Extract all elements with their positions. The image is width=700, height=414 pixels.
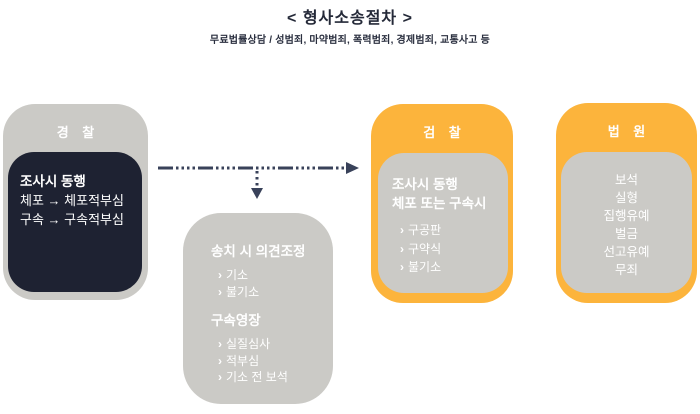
prosecution-items: › 구공판 › 구약식 › 불기소 [400,221,508,277]
chevron-bullet-icon: › [218,353,222,368]
transfer-warrant-items: › 실질심사 › 적부심 › 기소 전 보석 [218,336,333,386]
chevron-bullet-icon: › [400,260,404,274]
arrow-branch-to-transfer-head [251,188,263,199]
prosecution-detail-card: 조사시 동행 체포 또는 구속시 › 구공판 › 구약식 › 불기소 [378,153,508,293]
list-item: › 적부심 [218,353,333,370]
list-item: › 구공판 [400,221,508,240]
list-item: › 불기소 [400,258,508,277]
diagram-title: < 형사소송절차 > [287,10,413,27]
transfer-panel: 송치 시 의견조정 › 기소 › 불기소 구속영장 › 실질심사 › 적부심 › 기소 전… [183,213,333,404]
diagram-title-block: < 형사소송절차 > 무료법률상담 / 성범죄, 마약범죄, 폭력범죄, 경제범… [0,4,700,46]
court-panel: 법 원 보석 실형 집행유예 벌금 선고유예 무죄 [556,103,697,303]
list-item: 보석 [614,173,638,187]
transfer-opinion-items: › 기소 › 불기소 [218,267,333,300]
list-item: › 구약식 [400,240,508,259]
list-item: › 실질심사 [218,336,333,353]
police-line: 구속 → 구속적부심 [20,212,124,227]
police-panel-title: 경 찰 [56,125,100,140]
prosecution-panel-title: 검 찰 [423,125,466,140]
list-item-label: 불기소 [226,284,260,299]
chevron-bullet-icon: › [400,241,404,256]
prosecution-panel: 검 찰 조사시 동행 체포 또는 구속시 › 구공판 › 구약식 › 불기소 [371,104,513,303]
chevron-bullet-icon: › [218,370,222,384]
list-item: › 기소 전 보석 [218,369,333,386]
transfer-heading-warrant: 구속영장 [211,313,261,328]
chevron-bullet-icon: › [400,223,404,237]
list-item-label: 구약식 [408,241,442,256]
list-item: 집행유예 [603,209,650,223]
list-item-label: 기소 전 보석 [226,370,288,384]
transfer-heading-opinion: 송치 시 의견조정 [211,244,306,259]
diagram-subtitle: 무료법률상담 / 성범죄, 마약범죄, 폭력범죄, 경제범죄, 교통사고 등 [209,35,491,46]
list-item-label: 기소 [226,268,249,282]
chevron-bullet-icon: › [218,284,222,299]
police-line: 체포 → 체포적부심 [20,193,124,208]
prosecution-heading-line: 조사시 동행 [392,177,458,192]
list-item: › 불기소 [218,284,333,301]
court-panel-title: 법 원 [607,124,651,139]
list-item-label: 구공판 [408,223,442,237]
list-item: 벌금 [614,227,638,241]
court-detail-card: 보석 실형 집행유예 벌금 선고유예 무죄 [561,152,692,293]
spacer [211,300,333,312]
police-detail-card: 조사시 동행 체포 → 체포적부심 구속 → 구속적부심 [8,152,142,292]
chevron-bullet-icon: › [218,337,222,351]
list-item-label: 실질심사 [226,337,271,351]
prosecution-heading-line: 체포 또는 구속시 [392,196,487,211]
police-panel: 경 찰 조사시 동행 체포 → 체포적부심 구속 → 구속적부심 [3,104,148,300]
list-item-label: 불기소 [408,260,442,274]
arrow-police-to-prosecution-head [346,162,359,174]
list-item: 실형 [614,191,638,205]
chevron-bullet-icon: › [218,268,222,282]
police-line: 조사시 동행 [20,174,86,189]
list-item: 선고유예 [603,245,650,259]
list-item: › 기소 [218,267,333,284]
list-item: 무죄 [614,263,638,277]
list-item-label: 적부심 [226,353,260,368]
